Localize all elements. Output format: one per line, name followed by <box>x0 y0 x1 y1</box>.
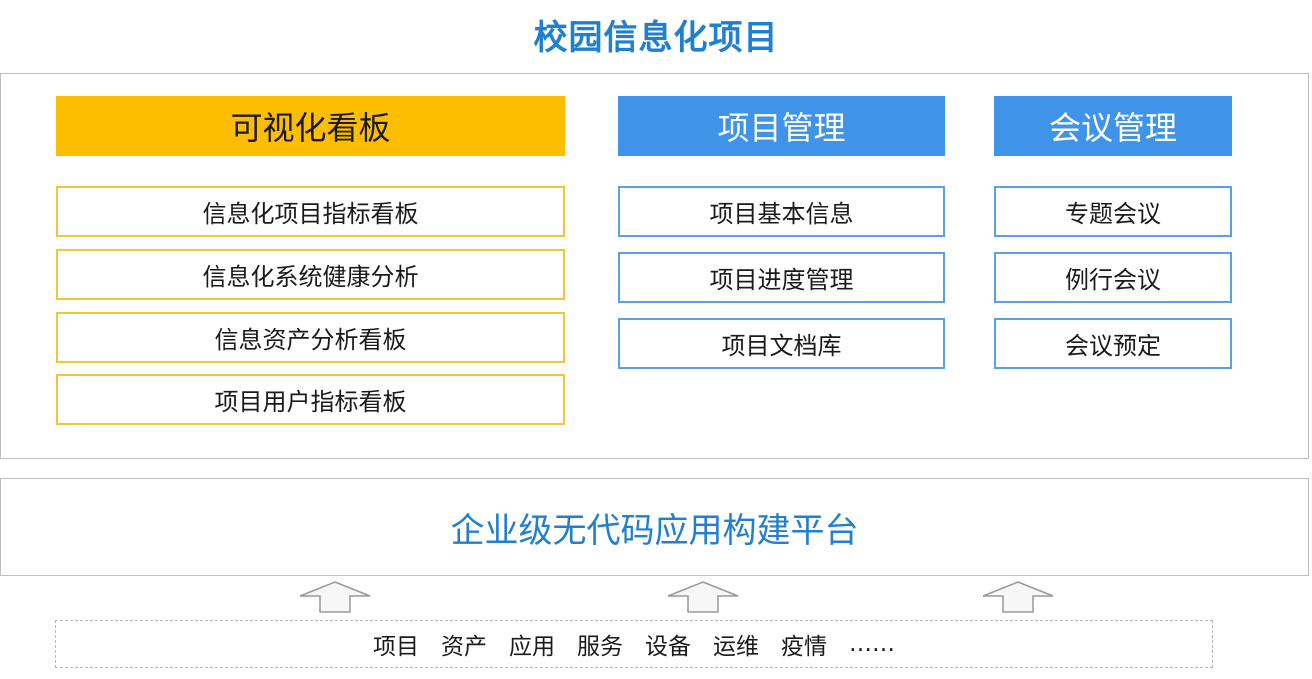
source-label: 资产 <box>441 634 487 660</box>
meeting-management-header: 会议管理 <box>994 96 1232 156</box>
source-label: 疫情 <box>781 634 827 660</box>
source-label: 运维 <box>713 634 759 660</box>
module-item: 项目文档库 <box>618 318 945 369</box>
module-item: 信息化项目指标看板 <box>56 186 565 237</box>
source-label: 设备 <box>645 634 691 660</box>
source-ellipsis: …… <box>849 631 895 657</box>
source-label: 项目 <box>373 634 419 660</box>
up-arrow-icon <box>982 581 1054 613</box>
data-sources-box: 项目 资产 应用 服务 设备 运维 疫情 …… <box>55 620 1213 668</box>
project-modules-panel: 可视化看板 信息化项目指标看板 信息化系统健康分析 信息资产分析看板 项目用户指… <box>0 73 1309 459</box>
module-item: 项目基本信息 <box>618 186 945 237</box>
module-item: 信息资产分析看板 <box>56 312 565 363</box>
module-item: 例行会议 <box>994 252 1232 303</box>
module-item: 项目进度管理 <box>618 252 945 303</box>
visual-dashboard-header: 可视化看板 <box>56 96 565 156</box>
up-arrow-icon <box>667 581 739 613</box>
source-label: 应用 <box>509 634 555 660</box>
module-item: 信息化系统健康分析 <box>56 249 565 300</box>
module-item: 会议预定 <box>994 318 1232 369</box>
module-item: 专题会议 <box>994 186 1232 237</box>
up-arrow-icon <box>299 581 371 613</box>
source-label: 服务 <box>577 634 623 660</box>
module-item: 项目用户指标看板 <box>56 374 565 425</box>
platform-banner: 企业级无代码应用构建平台 <box>0 478 1309 576</box>
page-title: 校园信息化项目 <box>533 18 779 58</box>
project-management-header: 项目管理 <box>618 96 945 156</box>
